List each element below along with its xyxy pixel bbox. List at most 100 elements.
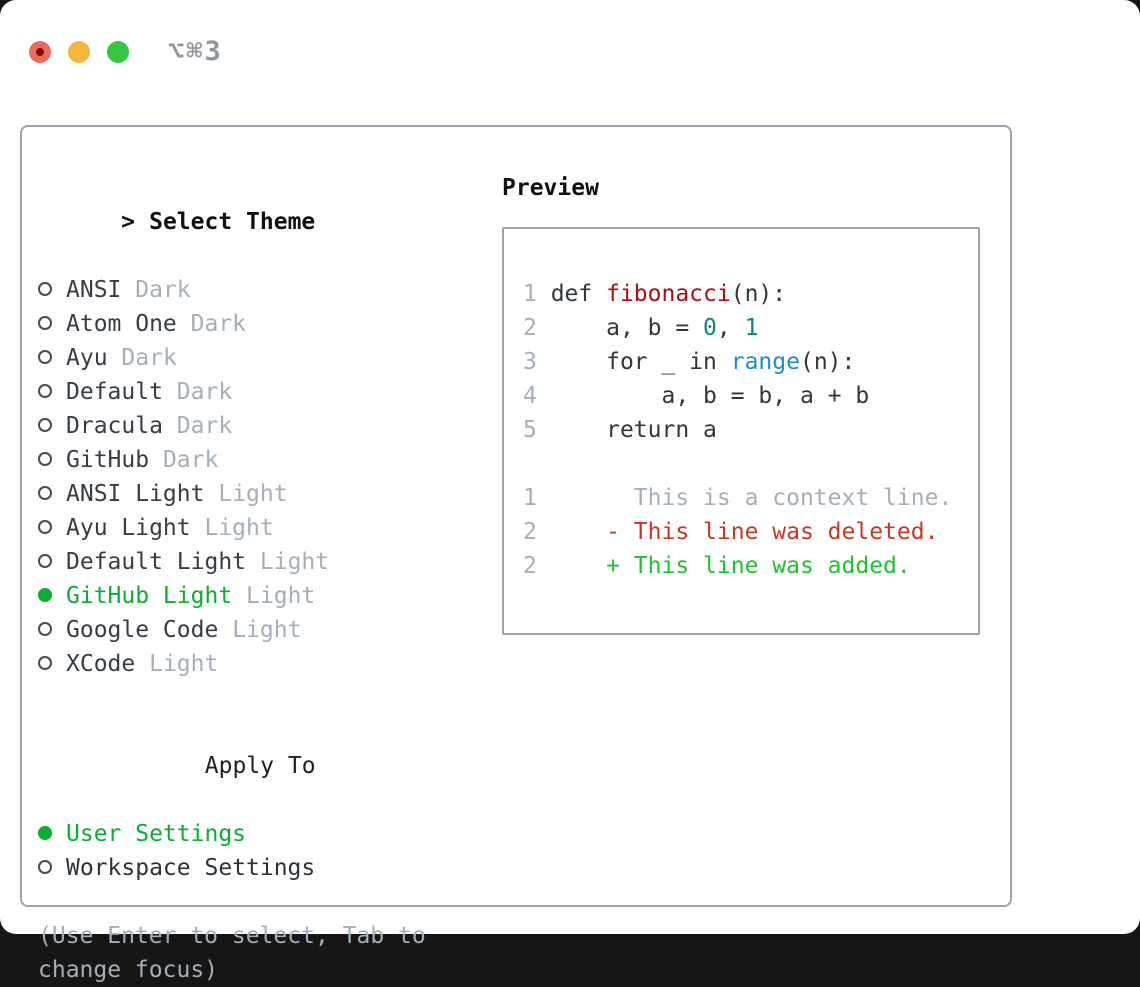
theme-option-ayu-light[interactable]: Ayu Light Light (38, 511, 502, 545)
theme-option-atom-one[interactable]: Atom One Dark (38, 307, 502, 341)
code-token: 2 (523, 519, 551, 545)
theme-name: ANSI Light (66, 481, 205, 507)
theme-name: Default Light (66, 549, 247, 575)
code-line (523, 447, 978, 481)
apply-option-user-settings[interactable]: User Settings (38, 817, 502, 851)
theme-name: GitHub (66, 447, 150, 473)
apply-to-title: Apply To (204, 753, 316, 779)
theme-option-ansi[interactable]: ANSI Dark (38, 273, 502, 307)
theme-variant-tag: Dark (190, 311, 247, 337)
code-token: This is a context line. (550, 485, 953, 511)
preview-title: Preview (502, 175, 599, 201)
theme-option-default[interactable]: Default Dark (38, 375, 502, 409)
theme-option-google-code[interactable]: Google Code Light (38, 613, 502, 647)
theme-variant-tag: Dark (135, 277, 191, 303)
radio-icon (38, 384, 52, 398)
radio-icon (38, 520, 52, 534)
radio-icon (38, 350, 52, 364)
theme-option-ansi-light[interactable]: ANSI Light Light (38, 477, 502, 511)
theme-name: GitHub Light (66, 583, 233, 609)
theme-variant-tag: Dark (176, 413, 233, 439)
code-token: 0 (703, 315, 717, 341)
radio-selected-icon (38, 826, 52, 840)
radio-icon (38, 554, 52, 568)
code-token: 2 (523, 553, 551, 579)
theme-variant-tag: Light (246, 583, 316, 609)
radio-icon (38, 452, 52, 466)
radio-icon (38, 418, 52, 432)
apply-option-label: User Settings (66, 821, 247, 847)
theme-variant-tag: Light (149, 651, 219, 677)
apply-option-label: Workspace Settings (66, 855, 316, 881)
keyboard-hint: (Use Enter to select, Tab to change focu… (38, 923, 426, 983)
code-token: 1 (744, 315, 759, 341)
code-token: + This line was added. (550, 553, 911, 579)
minimize-button[interactable] (68, 40, 90, 63)
code-token: 5 (523, 417, 551, 443)
theme-option-xcode[interactable]: XCode Light (38, 647, 502, 681)
marker-spacer (177, 766, 191, 767)
preview-column: Preview 1 def fibonacci(n):2 a, b = 0, 1… (502, 171, 986, 905)
radio-icon (38, 282, 52, 296)
code-token: range (730, 349, 800, 375)
code-token: fibonacci (606, 281, 731, 307)
zoom-button[interactable] (107, 40, 129, 63)
code-line: 2 - This line was deleted. (523, 515, 978, 549)
code-token: - This line was deleted. (550, 519, 939, 545)
select-theme-heading: > Select Theme (38, 171, 502, 273)
code-line: 2 a, b = 0, 1 (523, 311, 978, 345)
theme-option-github-light[interactable]: GitHub Light Light (38, 579, 502, 613)
radio-icon (38, 316, 52, 330)
code-token: (n): (799, 349, 856, 375)
code-token: (n): (730, 281, 787, 307)
theme-variant-tag: Light (204, 515, 274, 541)
theme-option-dracula[interactable]: Dracula Dark (38, 409, 502, 443)
code-line: 5 return a (523, 413, 978, 447)
theme-name: Dracula (66, 413, 163, 439)
code-token: 1 (523, 281, 551, 307)
radio-icon (38, 656, 52, 670)
code-token: 4 (523, 383, 551, 409)
theme-name: XCode (66, 651, 136, 677)
code-line: 1 def fibonacci(n): (523, 277, 978, 311)
code-token: a, b = (550, 315, 704, 341)
window-title: ⌥⌘3 (168, 36, 223, 67)
apply-option-workspace-settings[interactable]: Workspace Settings (38, 851, 502, 885)
theme-option-github[interactable]: GitHub Dark (38, 443, 502, 477)
prompt-cursor-icon: > (121, 209, 135, 235)
close-button[interactable] (29, 40, 51, 63)
code-line: 2 + This line was added. (523, 549, 978, 583)
code-line: 4 a, b = b, a + b (523, 379, 978, 413)
theme-variant-tag: Light (232, 617, 302, 643)
theme-name: Google Code (66, 617, 219, 643)
radio-icon (38, 622, 52, 636)
window-titlebar: ⌥⌘3 (0, 0, 1140, 76)
apply-to-heading: Apply To (38, 715, 502, 817)
radio-icon (38, 486, 52, 500)
theme-variant-tag: Light (218, 481, 288, 507)
theme-option-ayu[interactable]: Ayu Dark (38, 341, 502, 375)
marker-spacer (149, 766, 163, 767)
theme-name: Atom One (66, 311, 177, 337)
code-token: def (550, 281, 607, 307)
select-theme-title: Select Theme (149, 209, 316, 235)
code-line: 1 This is a context line. (523, 481, 978, 515)
theme-option-default-light[interactable]: Default Light Light (38, 545, 502, 579)
radio-selected-icon (38, 588, 52, 602)
theme-variant-tag: Dark (176, 379, 233, 405)
code-token: for _ in (550, 349, 731, 375)
theme-variant-tag: Dark (121, 345, 177, 371)
theme-name: ANSI (66, 277, 122, 303)
radio-icon (38, 860, 52, 874)
theme-name: Ayu Light (66, 515, 191, 541)
theme-name: Ayu (66, 345, 108, 371)
code-token: , (716, 315, 745, 341)
code-token: 2 (523, 315, 551, 341)
